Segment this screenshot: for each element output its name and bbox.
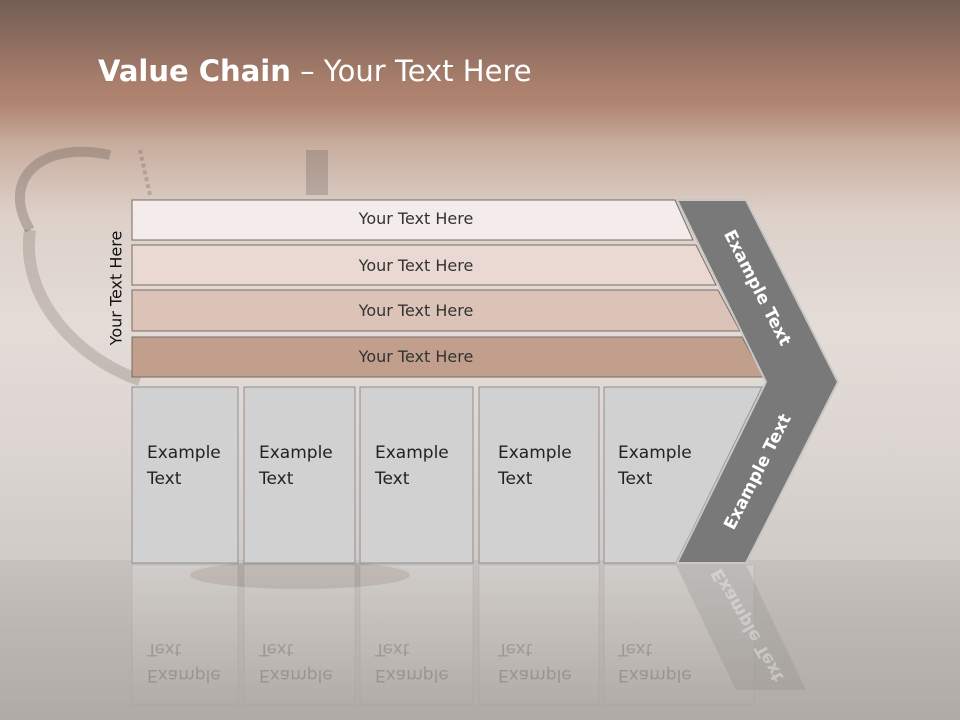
box-5-line-2: Text [618,469,653,489]
chevron-arrow [675,199,840,564]
box-1-reflection: Example Text [147,636,221,688]
header-band [0,0,960,140]
box-2-reflection-line-1: Example [259,665,333,685]
box-2-reflection: Example Text [259,636,333,688]
band-1-label: Your Text Here [358,209,474,228]
box-5-reflection-line-2: Text [618,639,653,659]
box-4-reflection-line-2: Text [498,639,533,659]
box-1-line-2: Text [147,469,182,489]
box-3-reflection-line-2: Text [375,639,410,659]
reflection [131,564,806,706]
band-4-label: Your Text Here [358,347,474,366]
box-2-line-1: Example [259,443,333,463]
box-4-reflection: Example Text [498,636,572,688]
box-3-line-2: Text [375,469,410,489]
band-2-label: Your Text Here [358,256,474,275]
title-bold: Value Chain [98,54,291,88]
title-rest: – Your Text Here [290,54,532,88]
box-3 [359,386,474,564]
band-2 [131,244,717,286]
box-4-line-2: Text [498,469,533,489]
box-4-reflection-line-1: Example [498,665,572,685]
band-1 [131,199,694,241]
box-5-line-1: Example [618,443,692,463]
box-3-line-1: Example [375,443,449,463]
box-1-reflection-line-2: Text [147,639,182,659]
box-1 [131,386,239,564]
box-4-line-1: Example [498,443,572,463]
slide-title: Value Chain – Your Text Here [98,54,532,88]
box-5-reflection-line-1: Example [618,665,692,685]
box-2-reflection-line-2: Text [259,639,294,659]
box-4 [478,386,600,564]
box-3-reflection-line-1: Example [375,665,449,685]
box-3-reflection: Example Text [375,636,449,688]
box-2-line-2: Text [259,469,294,489]
box-1-line-1: Example [147,443,221,463]
box-5-reflection: Example Text [618,636,692,688]
band-3-label: Your Text Here [358,301,474,320]
box-2 [243,386,356,564]
box-1-reflection-line-1: Example [147,665,221,685]
